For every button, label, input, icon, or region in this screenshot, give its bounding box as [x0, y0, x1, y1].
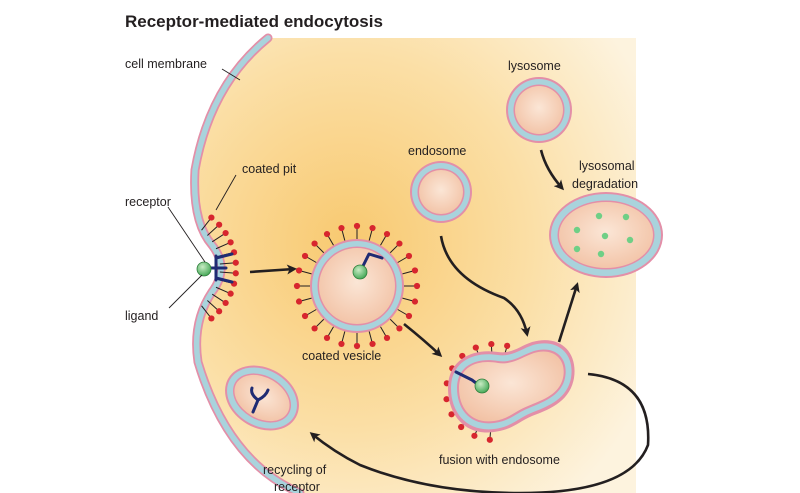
clathrin-dot	[222, 299, 229, 307]
fusion-ligand	[474, 378, 490, 394]
label-cell-membrane: cell membrane	[125, 57, 207, 71]
clathrin-dot	[301, 252, 309, 260]
label-lysosomal: lysosomal	[579, 159, 635, 173]
pit-ligand	[196, 261, 212, 277]
coated-vesicle-clathrin	[293, 222, 421, 350]
clathrin-dot	[293, 282, 301, 290]
vesicle-ligand	[352, 264, 368, 280]
clathrin-dot	[216, 308, 223, 315]
clathrin-dot	[443, 396, 450, 403]
clathrin-dot	[411, 267, 419, 274]
fused-endosome	[448, 340, 575, 433]
pit-receptor	[205, 252, 234, 284]
clathrin-dot	[486, 436, 493, 443]
clathrin-dot	[471, 432, 478, 439]
clathrin-dot	[383, 334, 391, 342]
arrow-lysosome-to-degradation	[539, 149, 564, 191]
arrow-endosome-to-fusion	[439, 235, 531, 337]
label-fusion-with-endosome: fusion with endosome	[439, 453, 560, 467]
label-ligand: ligand	[125, 309, 158, 323]
clathrin-dot	[413, 282, 421, 290]
degradation-lysosome	[549, 192, 663, 278]
clathrin-dot	[338, 340, 345, 348]
clathrin-dot	[232, 259, 239, 266]
leader-lines	[167, 68, 241, 309]
arrow-fusion-to-degradation	[557, 282, 580, 343]
lysosome	[506, 77, 572, 143]
clathrin-dot	[295, 267, 303, 274]
clathrin-dot	[369, 224, 376, 232]
arrow-pit-to-vesicle	[249, 264, 297, 275]
clathrin-dot	[458, 423, 465, 431]
clathrin-dot	[222, 229, 229, 237]
label-receptor: receptor	[125, 195, 171, 209]
clathrin-dot	[227, 290, 234, 297]
clathrin-dot	[353, 222, 361, 230]
label-endosome: endosome	[408, 144, 466, 158]
clathrin-dot	[488, 340, 495, 348]
label-lysosome: lysosome	[508, 59, 561, 73]
clathrin-dot	[448, 411, 455, 418]
clathrin-dot	[311, 240, 318, 247]
clathrin-dot	[232, 270, 239, 277]
clathrin-dot	[301, 312, 309, 320]
arrow-vesicle-to-fusion	[403, 322, 443, 358]
diagram-title: Receptor-mediated endocytosis	[125, 12, 383, 31]
clathrin-dot	[396, 325, 403, 332]
clathrin-dot	[383, 230, 391, 238]
label-receptor-recycled: receptor	[274, 480, 320, 493]
recycled-receptor	[250, 386, 270, 414]
clathrin-dot	[208, 214, 215, 221]
clathrin-dot	[311, 325, 318, 332]
clathrin-dot	[353, 342, 361, 350]
endosome	[410, 161, 472, 223]
label-degradation: degradation	[572, 177, 638, 191]
label-recycling-of: recycling of	[263, 463, 327, 477]
clathrin-dot	[295, 298, 303, 305]
label-coated-pit: coated pit	[242, 162, 297, 176]
label-coated-vesicle: coated vesicle	[302, 349, 381, 363]
coated-vesicle	[310, 239, 404, 333]
clathrin-dot	[459, 352, 466, 360]
vesicle-receptor	[359, 252, 384, 272]
clathrin-dot	[323, 334, 331, 342]
clathrin-dot	[405, 252, 413, 260]
clathrin-dot	[216, 221, 223, 228]
cell-membrane	[190, 33, 305, 493]
clathrin-dot	[227, 239, 234, 246]
clathrin-dot	[411, 298, 419, 305]
clathrin-dot	[504, 342, 511, 349]
clathrin-dot	[338, 224, 345, 232]
clathrin-dot	[405, 312, 413, 320]
clathrin-dot	[208, 315, 215, 322]
clathrin-dot	[472, 344, 479, 351]
clathrin-dot	[369, 340, 376, 348]
clathrin-dot	[396, 240, 403, 247]
clathrin-dot	[323, 230, 331, 238]
